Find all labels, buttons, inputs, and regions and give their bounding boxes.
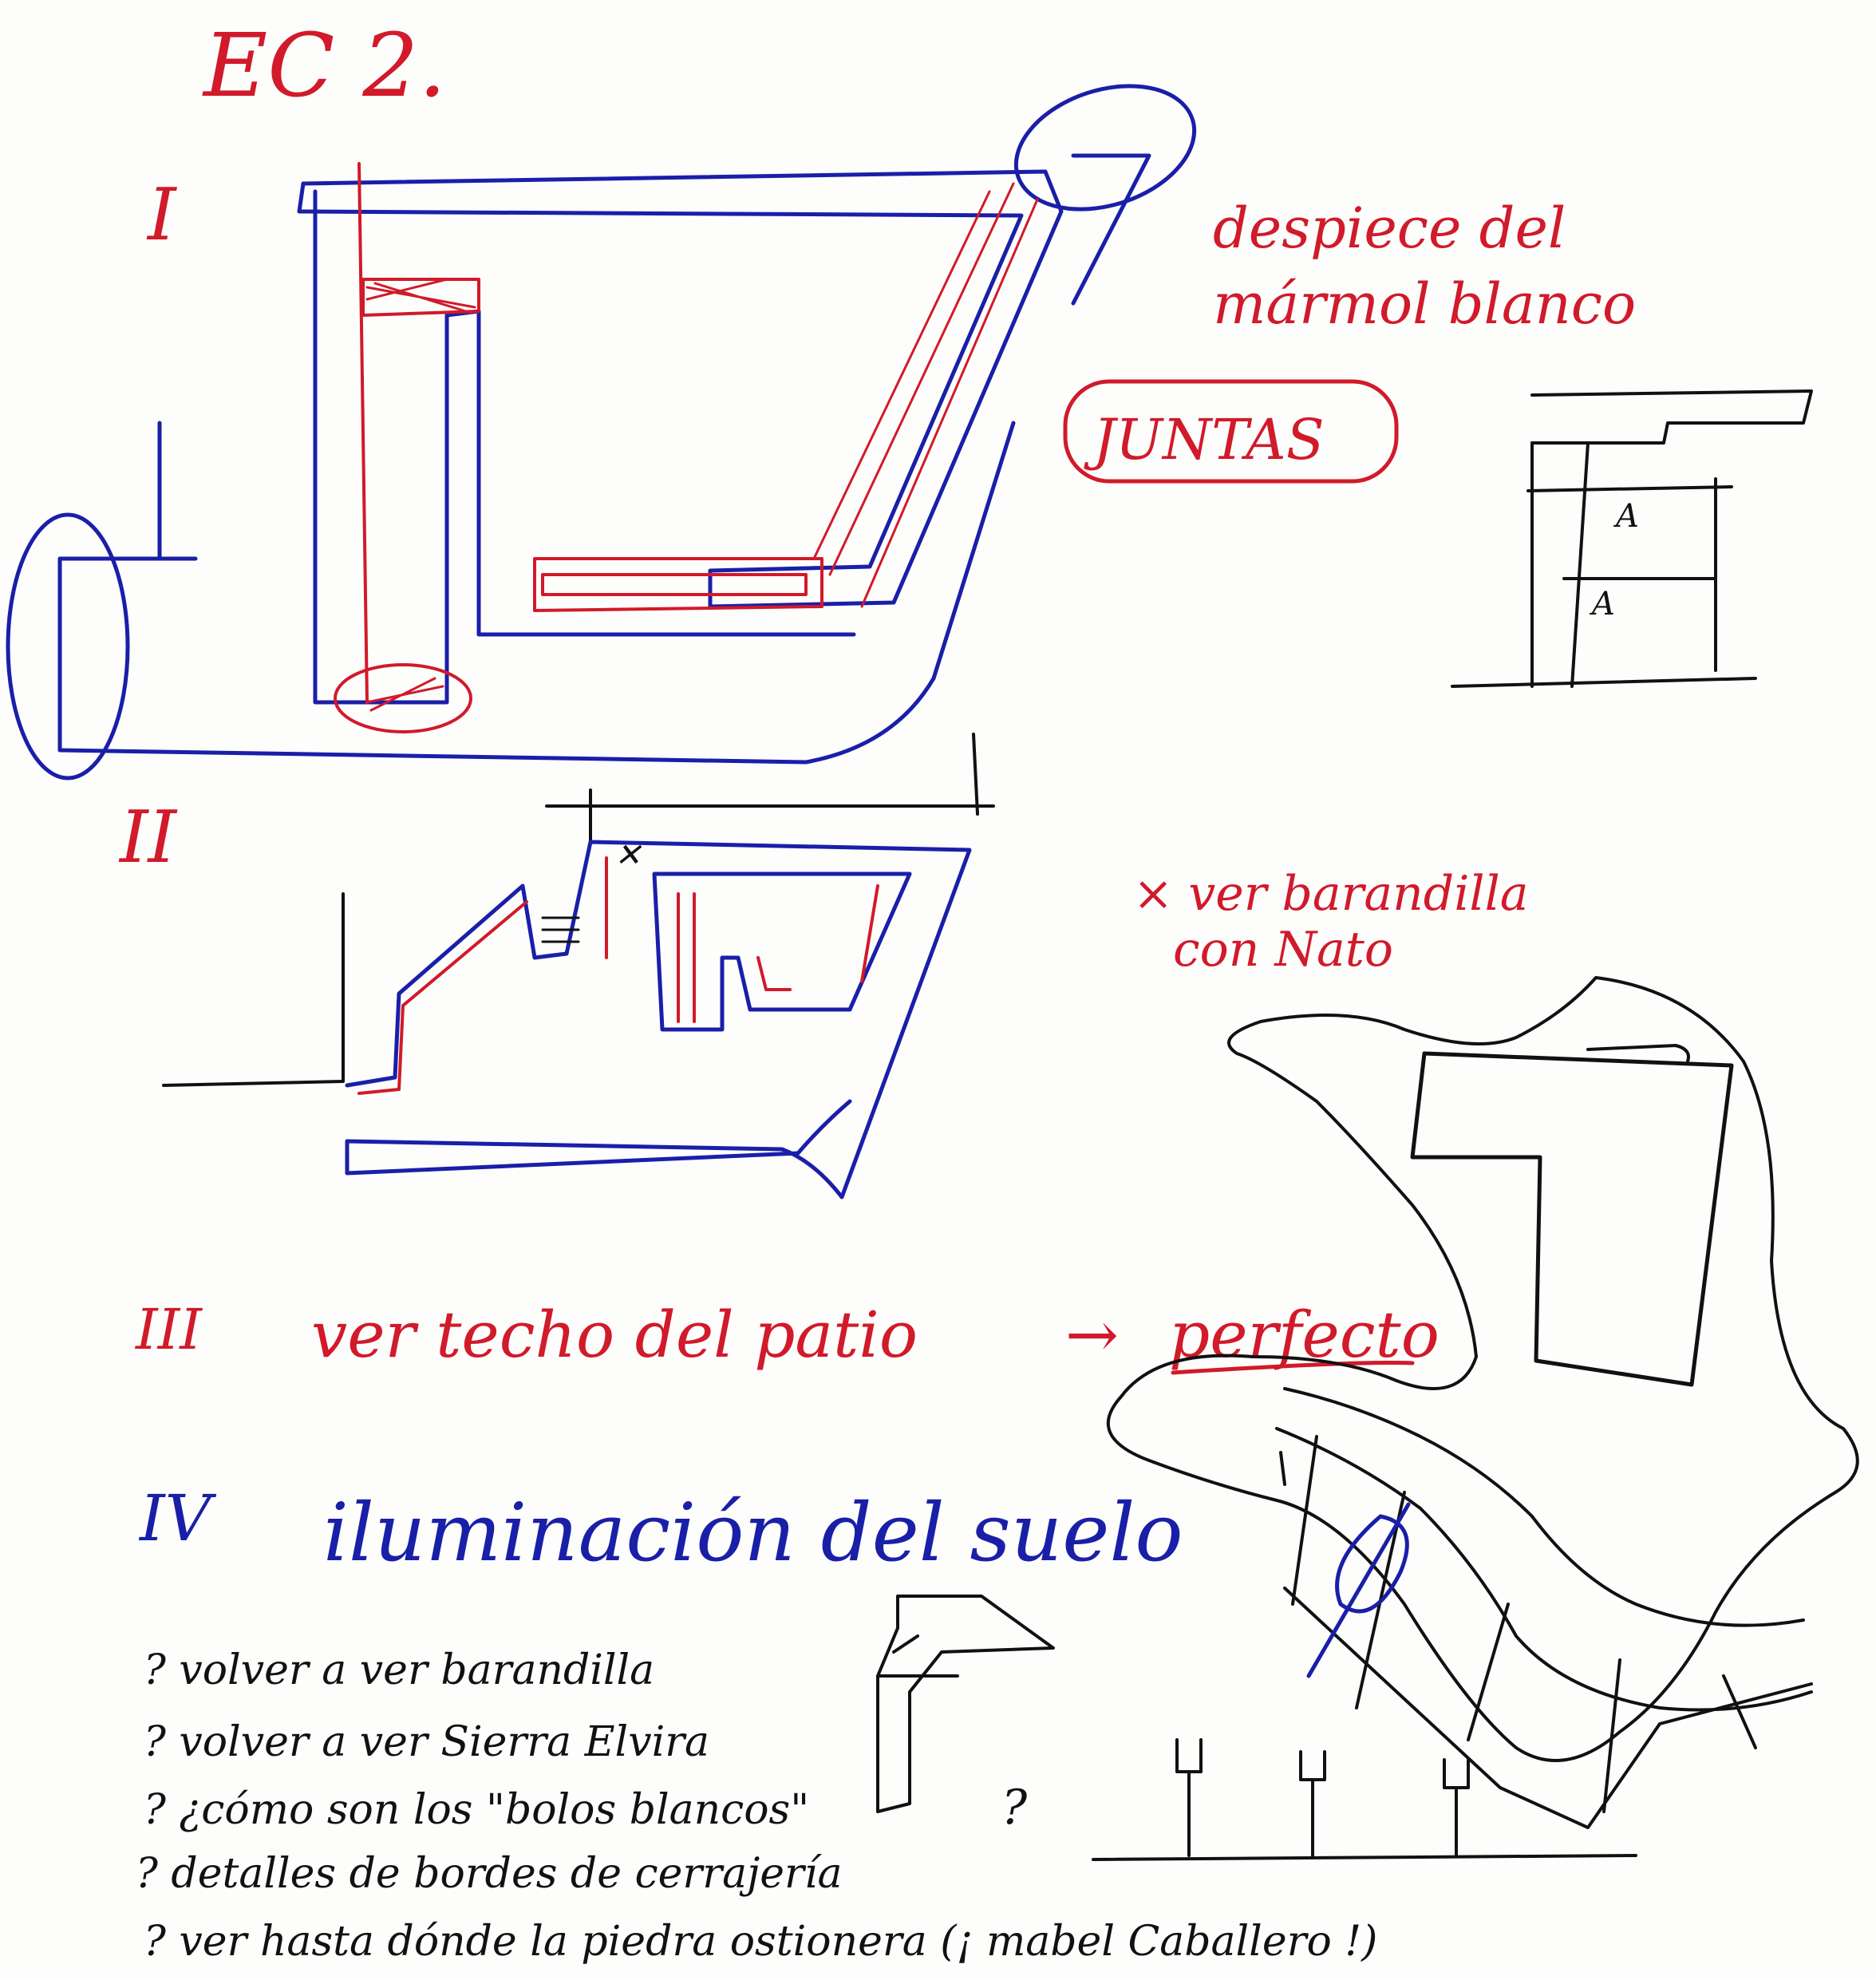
site-blue-circle-slash	[1306, 1502, 1411, 1678]
bollards-sketch	[1092, 1738, 1637, 1861]
plan-2-blue-room	[652, 871, 912, 1032]
site-building-plan	[1410, 1051, 1734, 1387]
plan-1-outer-wall	[297, 169, 1064, 609]
note-ver-barandilla: × ver barandilla	[1133, 866, 1529, 922]
barandilla-details	[876, 1634, 959, 1678]
question-item-4: ? detalles de bordes de cerrajería	[136, 1850, 843, 1898]
joint-detail-top-slab	[1530, 389, 1813, 445]
section-2-label: II	[118, 796, 178, 879]
note-techo-patio: ver techo del patio	[311, 1298, 918, 1372]
note-despiece: despiece del	[1213, 196, 1566, 261]
plan-2-top-black	[545, 733, 995, 844]
site-lower-edge	[1283, 1587, 1813, 1829]
bollard-1	[1175, 1738, 1203, 1857]
joint-detail-sketch: A A	[1451, 389, 1813, 688]
page-title: EC 2.	[202, 14, 446, 117]
question-item-1: ? volver a ver barandilla	[144, 1646, 654, 1694]
bollards-ground-line	[1092, 1854, 1637, 1861]
section-1-label: I	[146, 173, 177, 257]
bollard-2	[1299, 1750, 1326, 1857]
barandilla-profile	[876, 1595, 1055, 1813]
barandilla-sketch	[876, 1595, 1055, 1813]
note-perfecto: perfecto	[1169, 1298, 1440, 1372]
site-sketch	[1106, 976, 1859, 1829]
note-juntas: JUNTAS	[1084, 407, 1325, 472]
plan-1-red-diagonal-strip	[812, 182, 1039, 608]
note-con-nato: con Nato	[1173, 922, 1393, 978]
plan-2-x-mark: ✕	[614, 837, 642, 874]
plan-sketch-2: ✕	[162, 733, 995, 1199]
question-mark-standalone: ?	[1001, 1780, 1028, 1836]
note-marmol: mármol blanco	[1213, 271, 1636, 337]
plan-2-left-black	[162, 892, 345, 1087]
section-3-label: III	[134, 1297, 203, 1362]
question-item-2: ? volver a ver Sierra Elvira	[144, 1718, 709, 1766]
joint-label-2: A	[1589, 586, 1615, 622]
plan-1-red-circle	[334, 663, 472, 733]
joint-label-1: A	[1613, 498, 1639, 535]
juntas-box	[1063, 379, 1399, 484]
joint-detail-lines	[1451, 485, 1757, 688]
site-arrow-line	[1586, 1044, 1690, 1063]
note-iluminacion: iluminación del suelo	[323, 1486, 1183, 1579]
plan-1-left-circle	[6, 512, 130, 781]
site-contour-2	[1275, 1427, 1813, 1712]
site-contour-1	[1283, 1387, 1805, 1627]
plan-sketch-1	[6, 84, 1197, 781]
plan-2-blue-outline	[345, 840, 972, 1199]
joint-detail-columns	[1530, 441, 1717, 688]
question-item-3: ? ¿cómo son los "bolos blancos"	[144, 1786, 809, 1834]
plan-1-red-bottom-strip	[533, 557, 823, 612]
question-item-5: ? ver hasta dónde la piedra ostionera (¡…	[144, 1918, 1377, 1966]
perfecto-underline	[1171, 1361, 1415, 1375]
plan-1-red-hatch-top	[361, 278, 480, 317]
site-contour-outer	[1106, 976, 1859, 1762]
section-4-label: IV	[138, 1481, 217, 1555]
plan-1-inner-wall	[313, 189, 856, 705]
plan-1-red-circle-hatch	[365, 677, 444, 712]
plan-2-stair-steps	[541, 916, 580, 943]
plan-2-blue-base	[345, 1099, 852, 1176]
plan-1-corner-detail	[1071, 153, 1151, 306]
plan-1-red-line	[357, 162, 369, 704]
plan-2-red-lines	[357, 856, 879, 1095]
bollard-3	[1443, 1758, 1470, 1857]
plan-1-left-wall	[57, 556, 198, 753]
plan-1-red-hatch-marks	[365, 278, 476, 314]
note-arrow: →	[1065, 1298, 1119, 1372]
plan-1-corner-circle	[1013, 84, 1197, 211]
plan-1-curve-wall	[57, 421, 1016, 765]
site-section-lines	[1279, 1435, 1757, 1813]
